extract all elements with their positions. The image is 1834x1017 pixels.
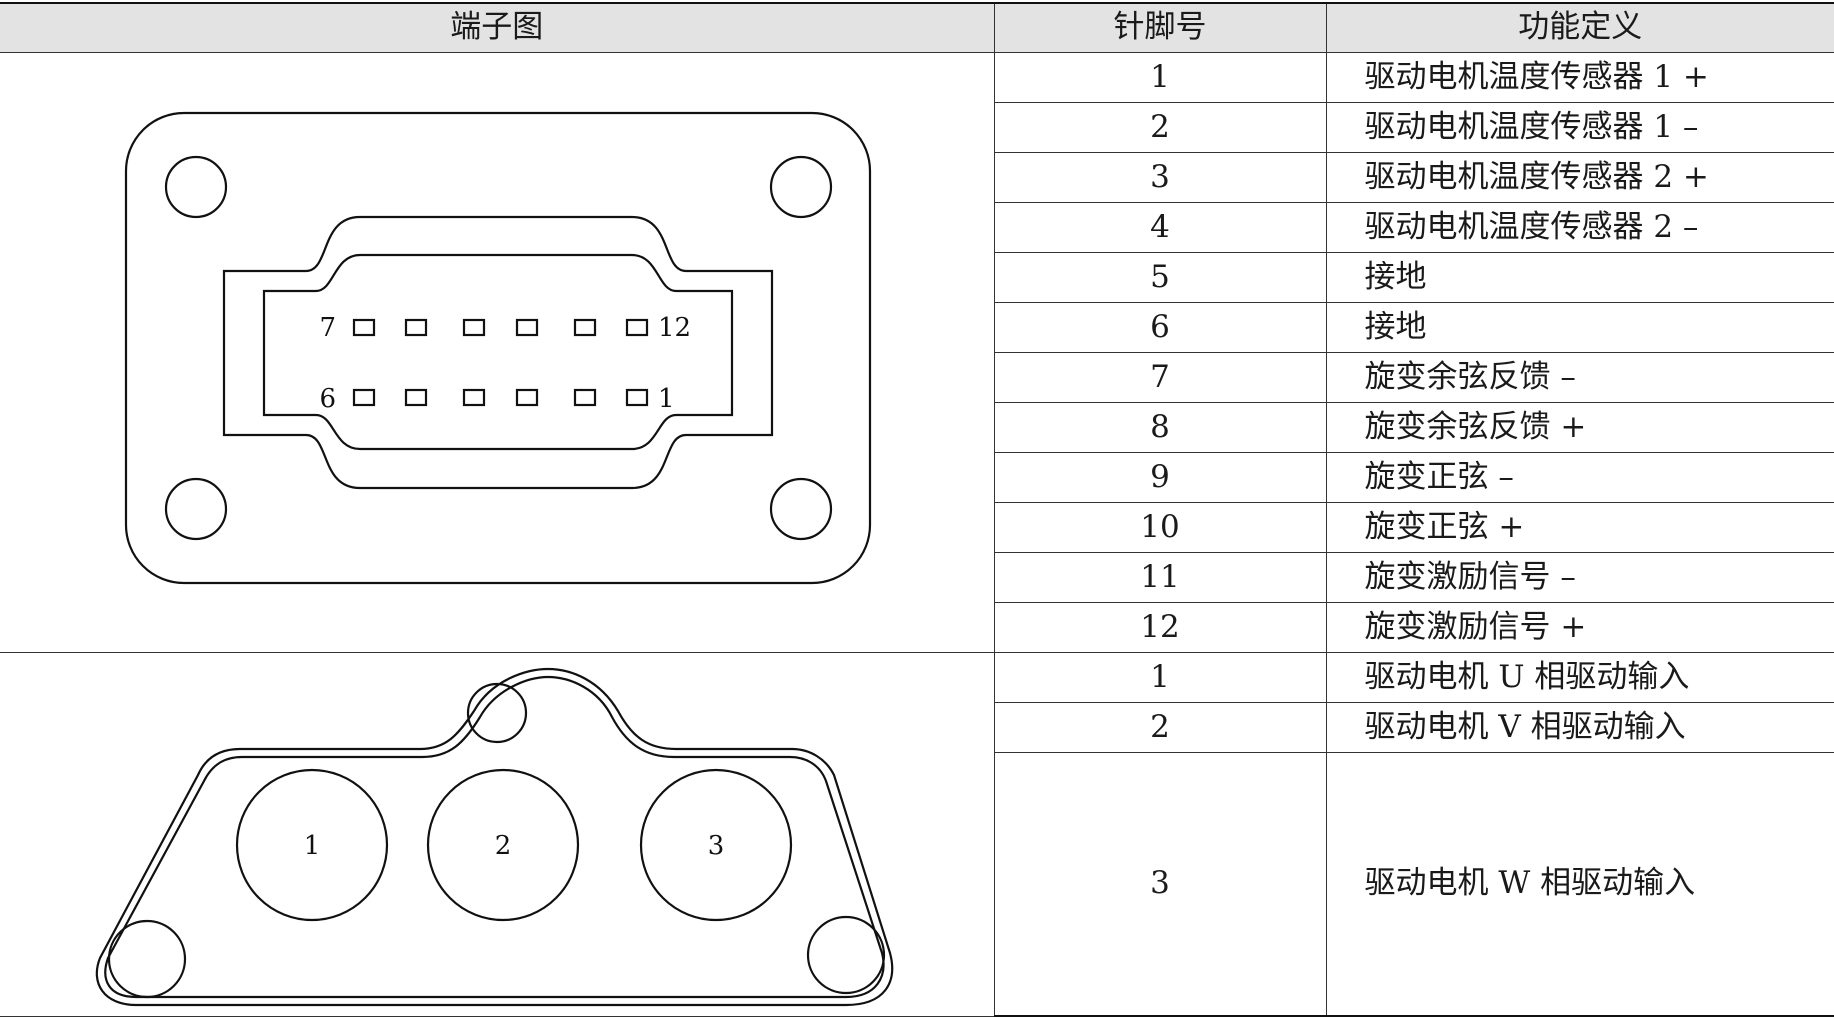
pin-cell: 9 <box>994 451 1327 503</box>
function-cell: 旋变正弦 – <box>1325 451 1834 503</box>
pin-slot-icon <box>404 388 428 407</box>
pin-slot-icon <box>625 318 649 337</box>
terminal-label-2: 2 <box>495 831 512 861</box>
connector-a-housing <box>124 111 872 585</box>
pin-cell: 1 <box>993 51 1327 103</box>
pin-cell: 3 <box>994 751 1327 1017</box>
function-cell: 驱动电机温度传感器 2 – <box>1325 201 1834 253</box>
pin-cell: 4 <box>994 201 1327 253</box>
pin-label-12: 12 <box>658 313 691 343</box>
function-cell: 驱动电机温度传感器 1 + <box>1325 51 1834 103</box>
table-row: 3 驱动电机 W 相驱动输入 <box>0 751 1834 1017</box>
function-cell: 驱动电机 W 相驱动输入 <box>1325 751 1834 1017</box>
table-row: 12 旋变激励信号 + <box>0 601 1834 653</box>
pin-cell: 12 <box>994 601 1327 653</box>
pin-cell: 8 <box>994 401 1327 453</box>
terminal-3-icon <box>639 768 793 922</box>
pin-slot-icon <box>515 388 539 407</box>
terminal-1-icon <box>235 768 389 922</box>
pin-slot-icon <box>462 318 486 337</box>
table-row: 8 旋变余弦反馈 + <box>0 401 1834 453</box>
function-cell: 旋变激励信号 – <box>1325 551 1834 603</box>
table-header-row: 端子图 针脚号 功能定义 <box>0 2 1834 53</box>
table-row: 11 旋变激励信号 – <box>0 551 1834 603</box>
function-cell: 驱动电机 V 相驱动输入 <box>1325 701 1834 753</box>
function-cell: 旋变余弦反馈 + <box>1325 401 1834 453</box>
table-row: 7 旋变余弦反馈 – <box>0 351 1834 403</box>
pin-slot-icon <box>404 318 428 337</box>
mounting-hole-icon <box>466 682 528 744</box>
pin-label-7: 7 <box>319 313 336 343</box>
pin-cell: 2 <box>994 701 1327 753</box>
connector-a-shell-inner <box>262 253 734 451</box>
table-row: 2 驱动电机 V 相驱动输入 <box>0 701 1834 753</box>
mounting-hole-icon <box>164 477 228 541</box>
connector-a-diagram-cell: 7 12 6 1 <box>0 51 995 653</box>
connector-a-diagram: 7 12 6 1 <box>124 111 872 585</box>
mounting-hole-icon <box>769 155 833 219</box>
terminal-label-3: 3 <box>708 831 725 861</box>
table-row: 2 驱动电机温度传感器 1 – <box>0 101 1834 153</box>
mounting-hole-icon <box>806 915 886 995</box>
connector-b-diagram: 1 2 3 <box>95 667 894 1007</box>
pin-slot-icon <box>515 318 539 337</box>
pin-slot-icon <box>462 388 486 407</box>
header-function: 功能定义 <box>1325 2 1834 53</box>
function-cell: 旋变正弦 + <box>1325 501 1834 553</box>
terminal-2-icon <box>426 768 580 922</box>
pin-cell: 7 <box>994 351 1327 403</box>
mounting-hole-icon <box>164 155 228 219</box>
pin-slot-icon <box>352 318 376 337</box>
function-cell: 驱动电机温度传感器 2 + <box>1325 151 1834 203</box>
table-row: 10 旋变正弦 + <box>0 501 1834 553</box>
pin-slot-icon <box>573 388 597 407</box>
table-row: 7 12 6 1 1 驱动电机温度传感器 1 + <box>0 51 1834 653</box>
header-pin: 针脚号 <box>993 2 1327 53</box>
connector-b-housing-outer <box>95 667 894 1007</box>
pin-cell: 2 <box>994 101 1327 153</box>
function-cell: 接地 <box>1325 251 1834 303</box>
pin-cell: 1 <box>993 651 1327 703</box>
table-row: 4 驱动电机温度传感器 2 – <box>0 201 1834 253</box>
mounting-hole-icon <box>107 919 187 999</box>
pin-cell: 11 <box>994 551 1327 603</box>
pin-slot-icon <box>573 318 597 337</box>
pin-cell: 3 <box>994 151 1327 203</box>
header-diagram: 端子图 <box>0 2 995 53</box>
pin-slot-icon <box>352 388 376 407</box>
connector-b-housing-inner <box>104 675 885 999</box>
terminal-label-1: 1 <box>304 831 321 861</box>
function-cell: 驱动电机 U 相驱动输入 <box>1325 651 1834 703</box>
function-cell: 旋变余弦反馈 – <box>1325 351 1834 403</box>
pin-label-6: 6 <box>319 384 336 414</box>
pin-cell: 5 <box>994 251 1327 303</box>
function-cell: 驱动电机温度传感器 1 – <box>1325 101 1834 153</box>
function-cell: 接地 <box>1325 301 1834 353</box>
pin-cell: 10 <box>994 501 1327 553</box>
table-row: 6 接地 <box>0 301 1834 353</box>
pin-cell: 6 <box>994 301 1327 353</box>
pin-slot-icon <box>625 388 649 407</box>
connector-a-shell-outer <box>222 215 774 490</box>
function-cell: 旋变激励信号 + <box>1325 601 1834 653</box>
mounting-hole-icon <box>769 477 833 541</box>
connector-b-diagram-cell: 1 2 3 <box>0 651 995 1017</box>
pin-label-1: 1 <box>658 384 675 414</box>
table-row: 1 2 3 1 驱动电机 U 相驱动输入 <box>0 651 1834 1017</box>
